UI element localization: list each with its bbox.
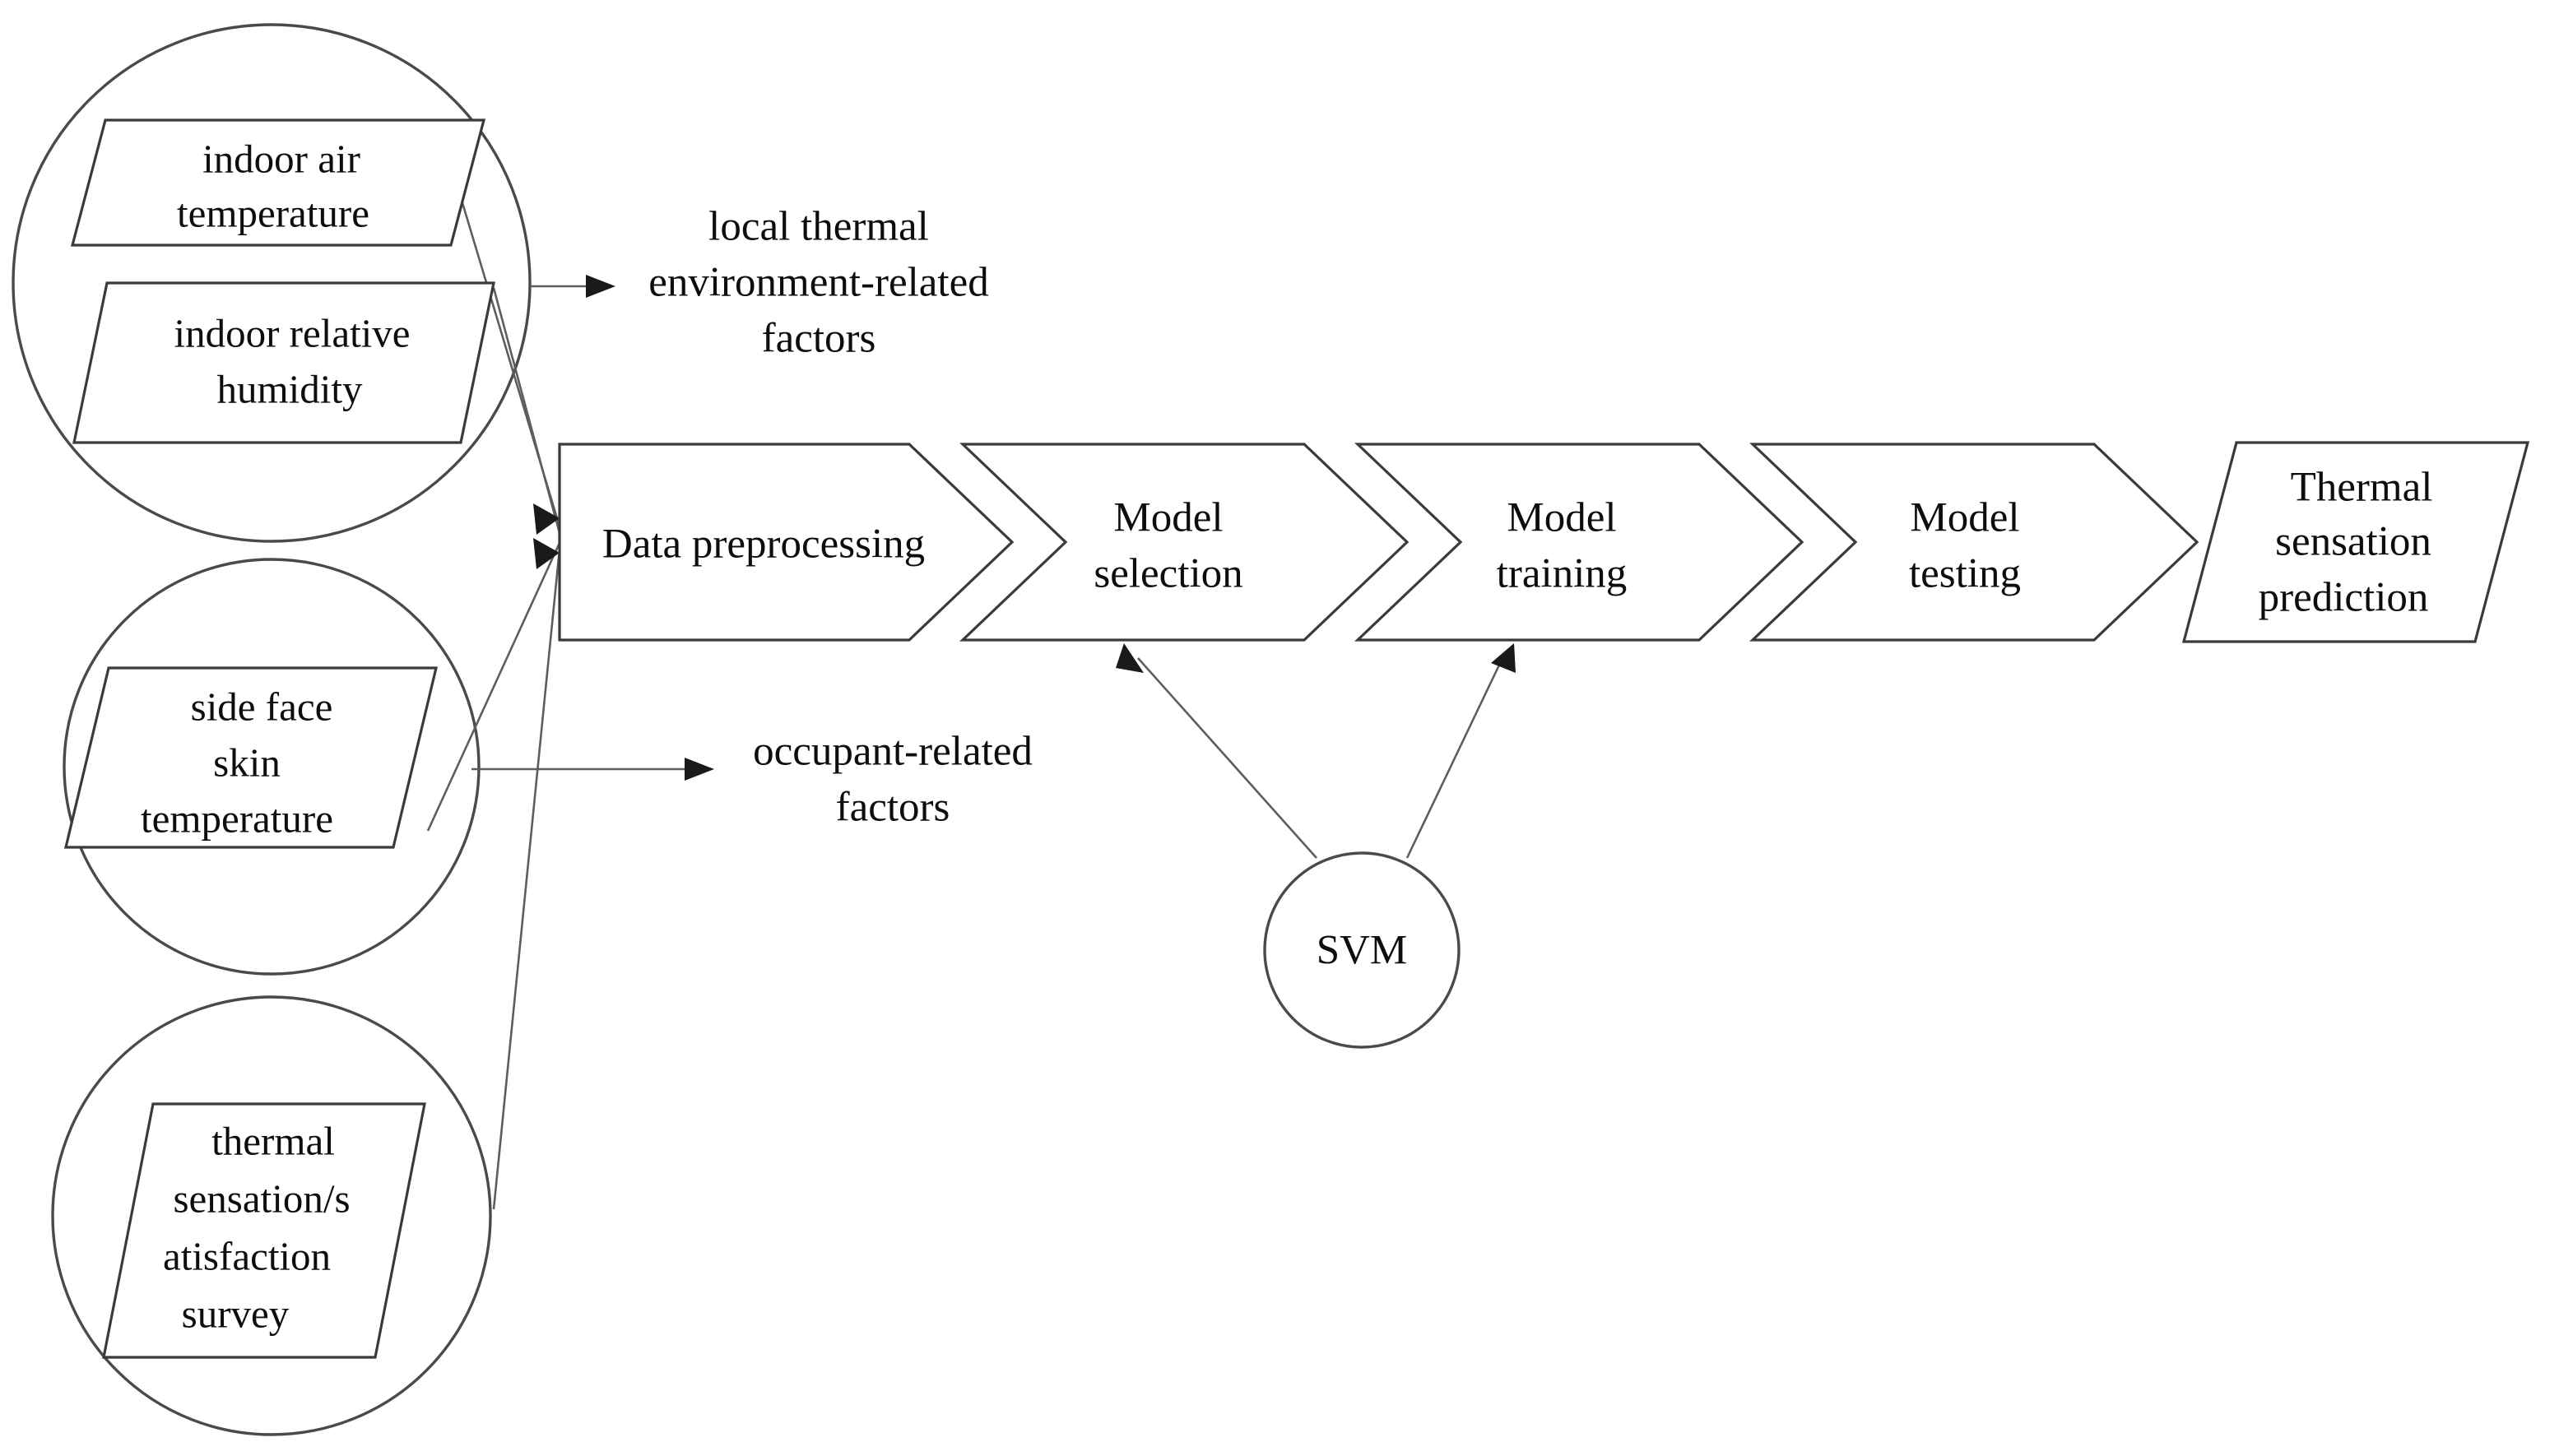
label-survey-line-3: atisfaction <box>163 1233 331 1278</box>
label-indoor-relative-humidity-line-2: humidity <box>217 366 363 411</box>
label-indoor-air-temperature-line-2: temperature <box>177 190 369 235</box>
connector-skin-temp-to-preprocessing <box>426 542 561 832</box>
label-survey-line-4: survey <box>182 1291 290 1336</box>
arrowhead-into-preprocessing-lower <box>533 538 560 569</box>
environment-group-circle <box>12 23 532 543</box>
label-occupant-factors-line-1: occupant-related <box>753 729 1033 775</box>
arrowhead-svm-model-training <box>1491 643 1516 673</box>
label-side-face-skin-temperature-line-3: temperature <box>141 795 333 841</box>
svm-circle[interactable] <box>1263 851 1461 1049</box>
label-model-selection-line-2: selection <box>1094 551 1242 597</box>
label-model-testing-line-1: Model <box>1910 495 2019 541</box>
label-model-selection-line-1: Model <box>1113 495 1223 541</box>
connector-humidity-to-preprocessing <box>492 287 561 534</box>
arrowhead-svm-model-selection <box>1116 643 1144 673</box>
shape-side-face-skin-temperature <box>63 666 439 849</box>
shape-model-training[interactable] <box>1354 443 1804 642</box>
connector-svm-to-model-training <box>1405 657 1504 859</box>
skin-group-circle <box>63 558 481 976</box>
label-survey-line-1: thermal <box>211 1118 335 1163</box>
connector-survey-to-preprocessing <box>492 549 561 1210</box>
shape-indoor-relative-humidity <box>72 281 495 444</box>
label-data-preprocessing: Data preprocessing <box>602 522 925 568</box>
label-thermal-sensation-prediction-line-2: sensation <box>2275 519 2431 565</box>
label-thermal-sensation-prediction-line-3: prediction <box>2259 575 2429 621</box>
survey-group-circle <box>51 995 492 1436</box>
label-survey-line-2: sensation/s <box>173 1175 350 1221</box>
label-environment-factors-line-1: local thermal <box>708 204 929 250</box>
label-model-training-line-2: training <box>1497 551 1628 597</box>
label-occupant-factors-line-2: factors <box>836 785 950 831</box>
arrowhead-into-preprocessing-upper <box>533 503 560 535</box>
connector-svm-to-model-selection <box>1137 657 1317 859</box>
shape-model-testing[interactable] <box>1749 443 2199 642</box>
shape-indoor-air-temperature <box>70 118 486 247</box>
label-thermal-sensation-prediction-line-1: Thermal <box>2291 465 2433 511</box>
label-model-training-line-1: Model <box>1507 495 1616 541</box>
shape-thermal-sensation-survey <box>102 1102 426 1359</box>
arrowhead-occupant-label <box>685 758 714 781</box>
label-environment-factors-line-2: environment-related <box>648 260 988 306</box>
arrowhead-environment-label <box>586 275 615 298</box>
label-model-testing-line-2: testing <box>1909 551 2021 597</box>
label-side-face-skin-temperature-line-2: skin <box>213 740 281 785</box>
label-svm: SVM <box>1317 928 1408 974</box>
shape-model-selection[interactable] <box>959 443 1410 642</box>
label-indoor-relative-humidity-line-1: indoor relative <box>174 310 410 355</box>
shape-thermal-sensation-prediction <box>2181 441 2530 643</box>
label-indoor-air-temperature-line-1: indoor air <box>202 136 360 181</box>
label-environment-factors-line-3: factors <box>762 316 876 362</box>
shape-data-preprocessing[interactable] <box>558 443 1015 642</box>
label-side-face-skin-temperature-line-1: side face <box>191 684 333 729</box>
